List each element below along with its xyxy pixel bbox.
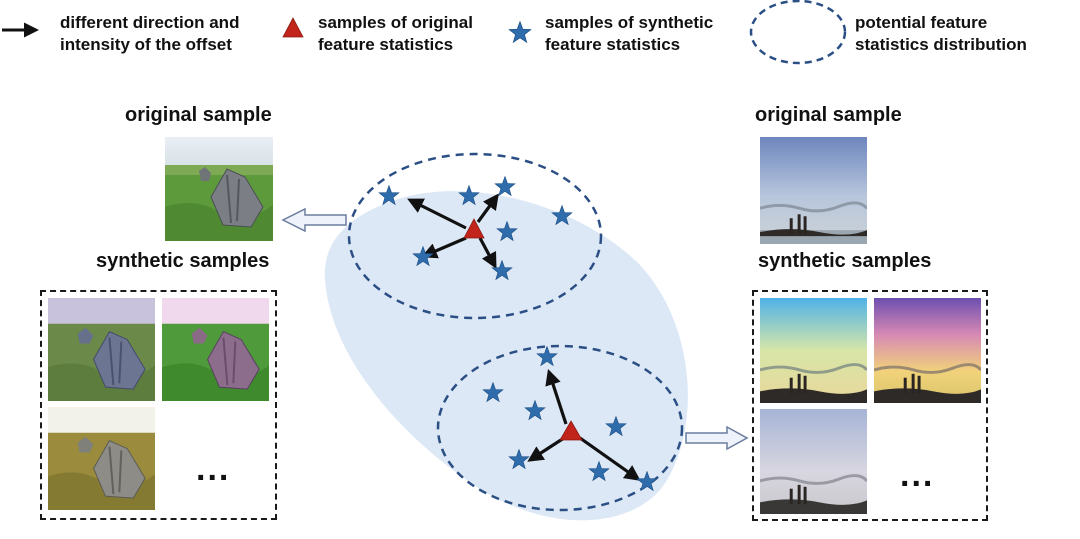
legend-star-label: samples of synthetic feature statistics (545, 13, 714, 54)
left-ellipsis: ... (196, 450, 231, 488)
right-original-image (760, 137, 867, 244)
left-synthetic-image (48, 298, 155, 401)
triangle-icon (282, 17, 304, 38)
upper-distribution-ellipse (347, 152, 603, 320)
right-synthetic-image (760, 298, 867, 403)
offset-arrow (407, 198, 467, 230)
lower-distribution-ellipse (436, 344, 684, 512)
synthetic-star (378, 185, 400, 205)
offset-arrow (478, 237, 497, 269)
offset-arrow (527, 436, 565, 462)
legend-ellipse-label: potential feature statistics distributio… (855, 13, 1027, 54)
left-synthetic-image (162, 298, 269, 401)
offset-arrow (545, 368, 568, 425)
synthetic-star (605, 416, 627, 436)
legend-arrow-label: different direction and intensity of the… (60, 13, 240, 54)
synthetic-star (508, 449, 530, 469)
right-synthetic-image (874, 298, 981, 403)
offset-arrow (421, 236, 467, 259)
right-synthetic-image (760, 409, 867, 514)
synthetic-star (412, 246, 434, 266)
original-triangle (559, 420, 583, 441)
left-original-image (165, 137, 273, 241)
synthetic-star (551, 205, 573, 225)
right-original-heading: original sample (755, 104, 902, 126)
synthetic-star (496, 221, 518, 241)
offset-arrow (476, 193, 499, 223)
right-ellipsis: ... (900, 456, 935, 494)
synthetic-star (482, 382, 504, 402)
ellipse-icon (749, 0, 847, 65)
synthetic-star (458, 185, 480, 205)
synthetic-star (491, 260, 513, 280)
hollow-arrow-icon (685, 425, 749, 451)
original-triangle (463, 218, 485, 239)
right-synthetic-box (752, 290, 988, 521)
synthetic-star (636, 471, 658, 491)
left-original-heading: original sample (125, 104, 272, 126)
star-icon (508, 21, 532, 43)
right-synthetic-heading: synthetic samples (758, 250, 932, 272)
synthetic-star (524, 400, 546, 420)
hollow-arrow-icon (281, 207, 347, 233)
synthetic-star (536, 346, 558, 366)
legend-triangle-label: samples of original feature statistics (318, 13, 473, 54)
left-synthetic-image (48, 407, 155, 510)
feature-distribution-blob (324, 191, 688, 521)
left-synthetic-heading: synthetic samples (96, 250, 270, 272)
synthetic-star (588, 461, 610, 481)
offset-arrow (579, 436, 641, 481)
synthetic-star (494, 176, 516, 196)
left-synthetic-box (40, 290, 277, 520)
